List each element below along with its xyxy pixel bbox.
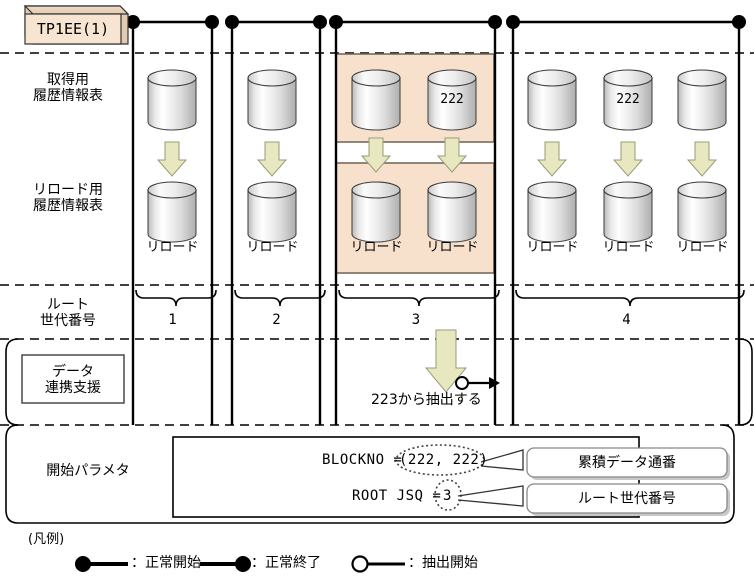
reload-label-g3-2: リロード bbox=[426, 240, 479, 255]
generation-braces bbox=[135, 289, 745, 307]
data-link-support-region bbox=[5, 338, 753, 426]
legend-label-extract-start: ：抽出開始 bbox=[408, 555, 478, 571]
end-marker-2 bbox=[313, 15, 327, 29]
tp1ee-label: TP1EE(1) bbox=[36, 20, 110, 38]
start-marker-4 bbox=[506, 15, 520, 29]
generation-number-4: 4 bbox=[622, 312, 631, 328]
callout-label-root-generation-number: ルート世代番号 bbox=[578, 491, 676, 507]
reload-label-g4-3: リロード bbox=[676, 240, 729, 255]
end-marker-3 bbox=[488, 15, 502, 29]
param-value-blockno: (222, 222) bbox=[399, 452, 489, 468]
param-key-rootjsq: ROOT JSQ = bbox=[352, 488, 451, 504]
reload-label-g2-1: リロード bbox=[246, 240, 299, 255]
legend-label-normal-end: ：正常終了 bbox=[251, 555, 321, 571]
reload-label-g4-2: リロード bbox=[602, 240, 655, 255]
legend-glyphs bbox=[75, 555, 405, 573]
generation-number-2: 2 bbox=[272, 312, 281, 328]
start-marker-1 bbox=[126, 15, 140, 29]
lifelines bbox=[131, 22, 741, 425]
row-label-generation: ルート 世代番号 bbox=[40, 297, 96, 329]
reload-label-g3-1: リロード bbox=[350, 240, 403, 255]
end-marker-1 bbox=[205, 15, 219, 29]
callout-label-cumulative-data-number: 累積データ通番 bbox=[578, 455, 676, 471]
blockno-ellipse bbox=[395, 444, 485, 476]
reload-label-g1-1: リロード bbox=[146, 240, 199, 255]
data-link-support-label: データ 連携支援 bbox=[45, 364, 101, 396]
start-marker-3 bbox=[329, 15, 343, 29]
start-marker-2 bbox=[225, 15, 239, 29]
reload-label-g4-1: リロード bbox=[526, 240, 579, 255]
row-label-start-parameter: 開始パラメタ bbox=[46, 463, 130, 479]
generation-number-1: 1 bbox=[168, 312, 177, 328]
tp1ee-box bbox=[23, 5, 130, 45]
cylinder-group-1 bbox=[147, 69, 197, 243]
callout-boxes bbox=[526, 447, 730, 516]
extraction-start-marker bbox=[455, 376, 500, 390]
transaction-markers bbox=[126, 15, 746, 29]
legend-label-normal-start: ：正常開始 bbox=[131, 555, 201, 571]
cylinder-value-g4-2: 222 bbox=[616, 92, 640, 107]
extract-note: 223から抽出する bbox=[371, 392, 482, 408]
cylinder-group-2 bbox=[247, 69, 297, 243]
section-dividers bbox=[0, 52, 754, 426]
legend-title: (凡例) bbox=[28, 532, 65, 547]
generation-number-3: 3 bbox=[411, 312, 421, 328]
row-label-acquire: 取得用 履歴情報表 bbox=[33, 72, 103, 104]
callout-leaders bbox=[457, 449, 524, 507]
end-marker-4 bbox=[732, 15, 746, 29]
param-key-blockno: BLOCKNO = bbox=[322, 452, 412, 468]
row-label-reload: リロード用 履歴情報表 bbox=[33, 182, 103, 214]
param-value-rootjsq: 3 bbox=[443, 488, 452, 504]
cylinder-value-g3-2: 222 bbox=[440, 92, 464, 107]
